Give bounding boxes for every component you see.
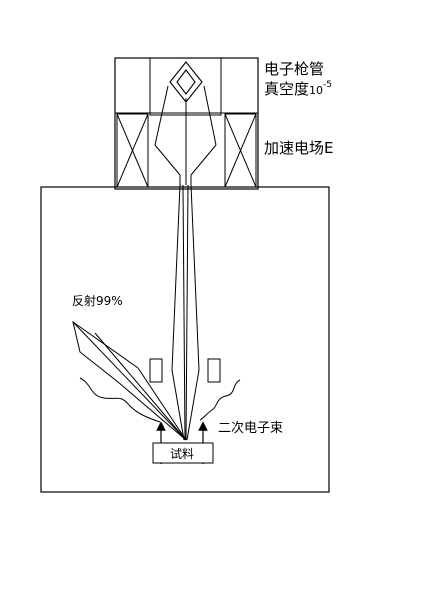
reflected-lobe	[72, 320, 187, 441]
sample-box	[152, 442, 214, 464]
vacuum-prefix: 真空度	[264, 80, 309, 98]
left-coil	[116, 113, 149, 188]
right-coil	[224, 113, 257, 188]
gun-tube-label: 电子枪管	[264, 60, 324, 78]
emission-wave-left	[79, 377, 161, 423]
vacuum-base: 10	[309, 84, 323, 97]
secondary-beam-label: 二次电子束	[218, 420, 283, 436]
emission-wave-right	[199, 379, 241, 421]
reflection-label: 反射99%	[72, 293, 123, 308]
sample-label: 试料	[170, 446, 194, 461]
cathode-icon	[169, 61, 203, 103]
vacuum-label: 真空度10-5	[264, 80, 332, 98]
scan-coil-right	[207, 358, 221, 383]
primary-beam	[171, 184, 200, 441]
vacuum-chamber	[40, 186, 330, 493]
beam-funnel	[154, 85, 217, 185]
scan-coil-left	[149, 358, 163, 383]
accel-field-label: 加速电场E	[264, 139, 333, 157]
vacuum-exponent: -5	[323, 80, 332, 90]
